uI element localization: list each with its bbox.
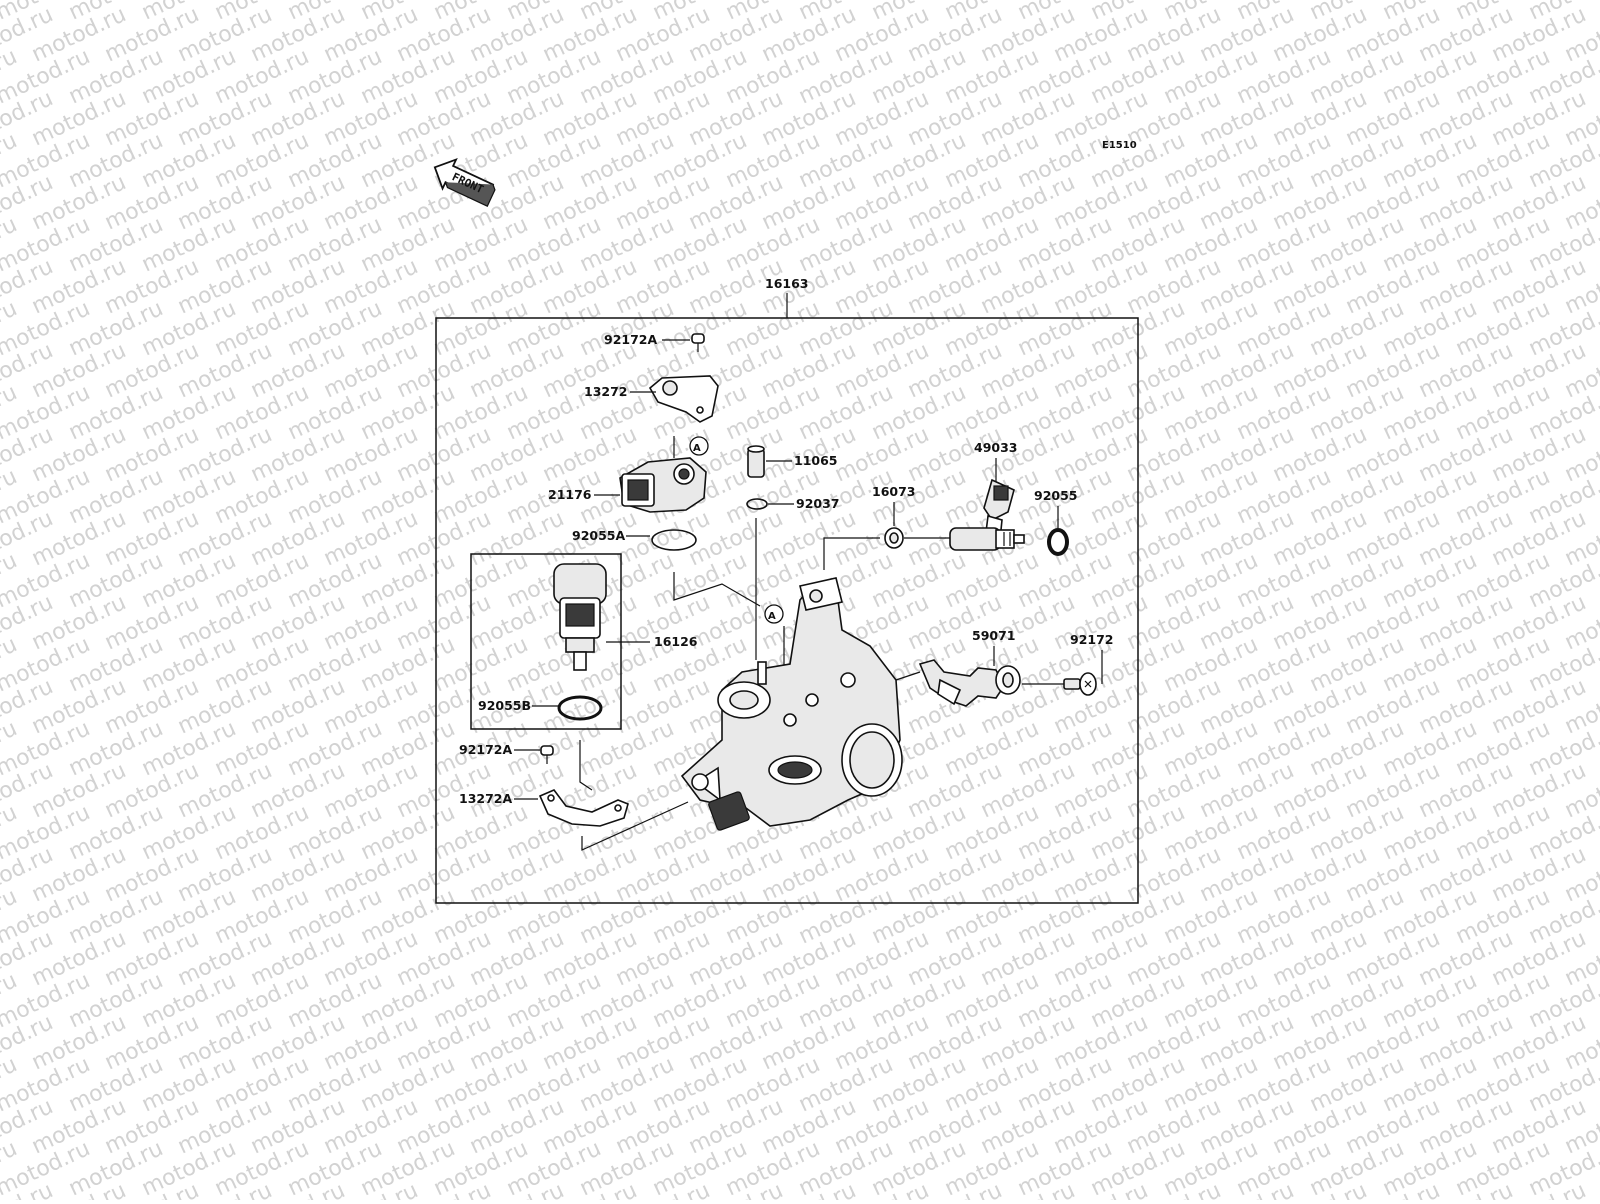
screw-right-icon bbox=[1022, 672, 1097, 696]
injector-49033-icon bbox=[949, 478, 1025, 551]
callout-screw-right: 92172 bbox=[1070, 632, 1114, 647]
bracket-top-icon bbox=[648, 375, 719, 423]
callout-sensor-21176: 21176 bbox=[548, 487, 592, 502]
callout-bracket-bottom: 13272A bbox=[459, 791, 512, 806]
screw-bottom-icon bbox=[540, 745, 554, 764]
oring-92055A-icon bbox=[651, 529, 697, 551]
callout-injector-49033: 49033 bbox=[974, 440, 1018, 455]
callout-screw-top: 92172A bbox=[604, 332, 657, 347]
callout-screw-bottom: 92172A bbox=[459, 742, 512, 757]
callout-bracket-top: 13272 bbox=[584, 384, 628, 399]
sensor-21176-icon bbox=[619, 436, 707, 513]
callout-pin-11065: 11065 bbox=[794, 453, 838, 468]
svg-text:A: A bbox=[693, 443, 701, 454]
oring-92055-icon bbox=[1047, 528, 1069, 556]
diagram-code: E1510 bbox=[1102, 140, 1137, 151]
lever-59071-icon bbox=[895, 659, 1021, 707]
leader-bracket-to-body bbox=[581, 801, 689, 851]
leader-injector-to-body bbox=[823, 537, 880, 570]
front-arrow-icon: FRONT bbox=[433, 157, 496, 207]
callout-washer-16073: 16073 bbox=[872, 484, 916, 499]
screw-top-icon bbox=[691, 333, 705, 352]
callout-oring-92055A: 92055A bbox=[572, 528, 625, 543]
callout-oring-92055B: 92055B bbox=[478, 698, 531, 713]
svg-text:A: A bbox=[768, 611, 776, 622]
reference-marker-top: A bbox=[689, 436, 709, 456]
callout-oring-92055: 92055 bbox=[1034, 488, 1078, 503]
oring-92055B-icon bbox=[557, 695, 603, 721]
sensor-16126-icon bbox=[553, 563, 607, 671]
throttle-body-icon bbox=[680, 577, 903, 831]
leader-sensor-down bbox=[579, 740, 593, 791]
pin-11065-icon bbox=[747, 445, 765, 478]
leader-oring-to-body bbox=[673, 572, 761, 607]
assembly-frame bbox=[435, 317, 1139, 904]
callout-sensor-16126: 16126 bbox=[654, 634, 698, 649]
reference-marker-body: A bbox=[764, 604, 784, 624]
bracket-bottom-icon bbox=[538, 789, 629, 827]
callout-lever-59071: 59071 bbox=[972, 628, 1016, 643]
callout-oring-92037: 92037 bbox=[796, 496, 840, 511]
assembly-label: 16163 bbox=[765, 276, 809, 291]
oring-92037-icon bbox=[746, 498, 768, 510]
